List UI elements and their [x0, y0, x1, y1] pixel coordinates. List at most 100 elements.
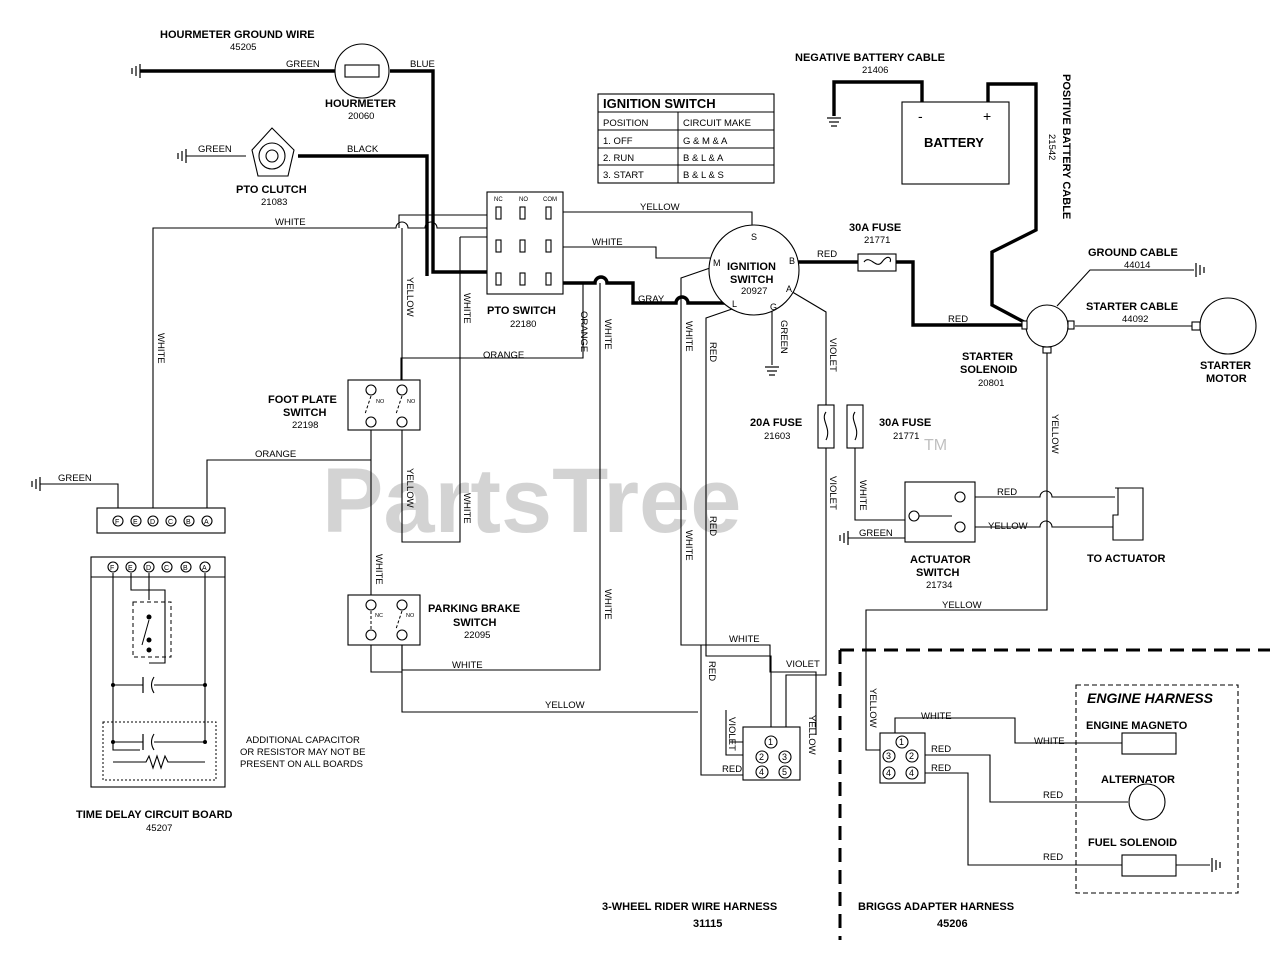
- wire-label-gray: GRAY: [638, 294, 665, 305]
- board-term: E: [128, 565, 133, 572]
- ignition-table-cell: G & M & A: [683, 136, 728, 147]
- ignition-term: M: [713, 258, 721, 268]
- strip-term: F: [115, 519, 119, 526]
- ignition-table-cell: B & L & S: [683, 170, 724, 181]
- strip-term: E: [133, 519, 138, 526]
- ignition-term: S: [751, 232, 757, 242]
- wire-label-white: WHITE: [921, 711, 952, 722]
- to-actuator-title: TO ACTUATOR: [1087, 553, 1165, 565]
- battery-plus: +: [983, 108, 991, 124]
- wire-label-red: RED: [707, 516, 718, 536]
- harness-divider: [838, 648, 1270, 940]
- harness-3wheel-number: 31115: [693, 918, 722, 930]
- parking-brake-title: PARKING BRAKE: [428, 603, 520, 615]
- pin-label: 5: [782, 767, 787, 777]
- briggs-harness-title: BRIGGS ADAPTER HARNESS: [858, 901, 1014, 913]
- actuator-switch-title: ACTUATOR: [910, 554, 971, 566]
- strip-term: D: [150, 519, 155, 526]
- watermark: PartsTree TM: [322, 437, 947, 552]
- pin-label: 3: [782, 752, 787, 762]
- board-term: F: [110, 565, 114, 572]
- engine-magneto-label: ENGINE MAGNETO: [1086, 720, 1188, 732]
- board-note: PRESENT ON ALL BOARDS: [240, 759, 363, 770]
- wire-label-yellow: YELLOW: [404, 277, 415, 317]
- battery-title: BATTERY: [924, 135, 984, 150]
- wire-label-yellow: YELLOW: [988, 521, 1028, 532]
- fuse-block: 20A FUSE 21603 30A FUSE 21771: [750, 404, 931, 449]
- fuel-solenoid-label: FUEL SOLENOID: [1088, 837, 1177, 849]
- wire-label-yellow: YELLOW: [867, 688, 878, 728]
- starter-motor-title: STARTER: [1200, 360, 1251, 372]
- board-note: ADDITIONAL CAPACITOR: [246, 735, 360, 746]
- pos-battery-number: 21542: [1046, 134, 1057, 160]
- strip-terminals: F E D C B A: [112, 515, 213, 527]
- ground-icon: [31, 477, 41, 491]
- foot-plate-title: FOOT PLATE: [268, 394, 337, 406]
- pto-term: NC: [494, 197, 503, 203]
- watermark-tm: TM: [924, 437, 947, 454]
- wire-label-yellow: YELLOW: [1049, 414, 1060, 454]
- harness-3wheel-title: 3-WHEEL RIDER WIRE HARNESS: [602, 901, 777, 913]
- ignition-switch-number: 20927: [741, 286, 767, 297]
- fuse-20a-title: 20A FUSE: [750, 417, 802, 429]
- wire-label-white: WHITE: [592, 237, 623, 248]
- neg-battery-number: 21406: [862, 65, 888, 76]
- wire-label-white: WHITE: [452, 660, 483, 671]
- wire-labels-vertical: WHITE YELLOW WHITE ORANGE WHITE WHITE RE…: [155, 277, 1060, 755]
- board-term: D: [146, 565, 151, 572]
- wire-label-black: BLACK: [347, 144, 379, 155]
- time-delay-title: TIME DELAY CIRCUIT BOARD: [76, 809, 233, 821]
- wire-label-green: GREEN: [778, 320, 789, 354]
- pin-label: 4: [759, 767, 764, 777]
- pin-label: 3: [886, 751, 891, 761]
- briggs-harness-number: 45206: [937, 918, 968, 930]
- fuse-30a-top-number: 21771: [864, 235, 890, 246]
- parking-brake-number: 22095: [464, 630, 490, 641]
- actuator-switch-title: SWITCH: [916, 567, 959, 579]
- ground-icon: [839, 531, 849, 545]
- fuse-30a-top: 30A FUSE 21771 RED RED: [817, 222, 968, 325]
- ground-icon: [827, 117, 841, 127]
- pto-term: NO: [519, 197, 528, 203]
- parking-brake-switch: NC NO PARKING BRAKE SWITCH 22095: [347, 594, 520, 646]
- ignition-table-cell: B & L & A: [683, 153, 724, 164]
- foot-plate-title: SWITCH: [283, 407, 326, 419]
- wire-label-white: WHITE: [683, 530, 694, 561]
- wire-label-red: RED: [817, 249, 837, 260]
- wire-label-green: GREEN: [859, 528, 893, 539]
- wire-label-white: WHITE: [155, 333, 166, 364]
- pto-switch-title: PTO SWITCH: [487, 305, 556, 317]
- ignition-table-cell: 1. OFF: [603, 136, 633, 147]
- wire-label-violet: VIOLET: [827, 476, 838, 510]
- wire-label-yellow: YELLOW: [404, 468, 415, 508]
- pto-switch: NC NO COM PTO SWITCH 22180: [486, 191, 564, 330]
- board-term: A: [202, 565, 207, 572]
- strip-term: A: [204, 519, 209, 526]
- time-delay-number: 45207: [146, 823, 172, 834]
- solenoid-title: STARTER: [962, 351, 1013, 363]
- wire-label-yellow: YELLOW: [545, 700, 585, 711]
- wire-label-green: GREEN: [198, 144, 232, 155]
- ground-icon: [1211, 858, 1221, 872]
- board-connector-strip: F E D C B A: [96, 507, 226, 534]
- ignition-switch-table: IGNITION SWITCH POSITION CIRCUIT MAKE 1.…: [597, 93, 775, 184]
- wire-label-red: RED: [706, 661, 717, 681]
- wire-label-white: WHITE: [373, 554, 384, 585]
- wire-label-white: WHITE: [729, 634, 760, 645]
- wire-label-orange: ORANGE: [255, 449, 296, 460]
- wire-label-white: WHITE: [461, 493, 472, 524]
- wire-label-white: WHITE: [602, 319, 613, 350]
- ground-icon: [177, 149, 187, 163]
- wire-label-orange: ORANGE: [578, 311, 589, 352]
- ignition-table-cell: 2. RUN: [603, 153, 634, 164]
- foot-plate-number: 22198: [292, 420, 318, 431]
- ignition-term: B: [789, 256, 795, 266]
- ignition-term: L: [732, 299, 737, 309]
- ignition-switch: S M B L G A IGNITION SWITCH 20927: [708, 224, 800, 316]
- battery: NEGATIVE BATTERY CABLE 21406 - + BATTERY…: [795, 52, 1072, 219]
- actuator-switch: ACTUATOR SWITCH 21734: [904, 481, 976, 591]
- board-term: C: [164, 565, 169, 572]
- wire-label-white: WHITE: [602, 589, 613, 620]
- ground-cable-number: 44014: [1124, 260, 1150, 271]
- hourmeter-ground-title: HOURMETER GROUND WIRE: [160, 29, 315, 41]
